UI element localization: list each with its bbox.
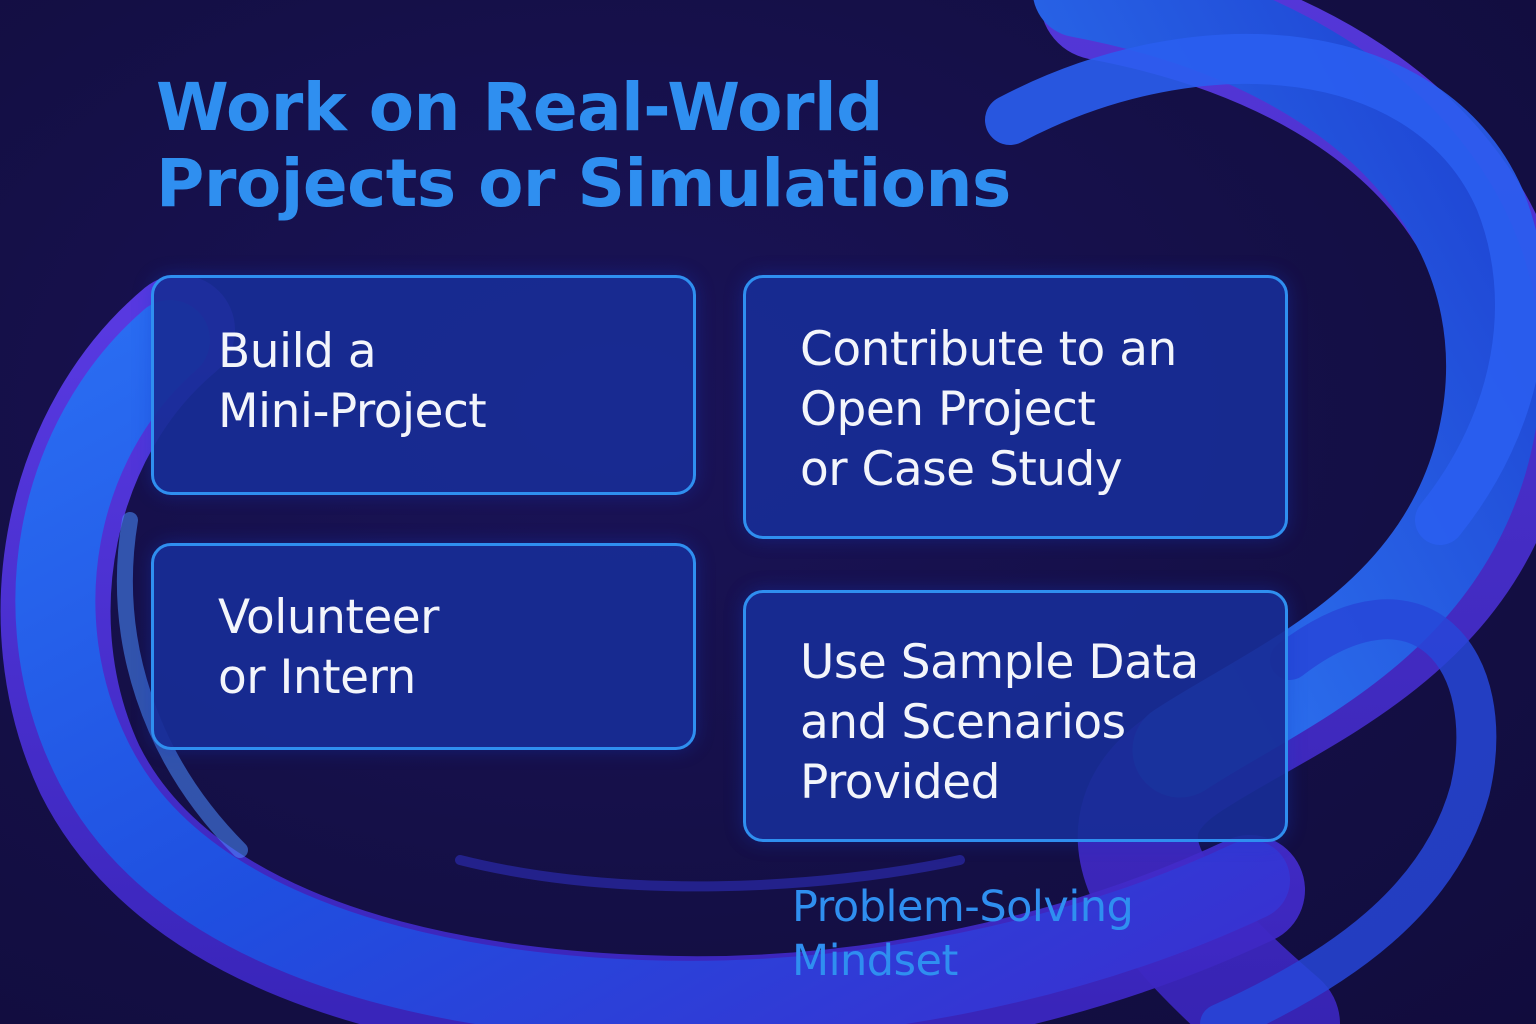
card-build-mini-project: Build a Mini-Project [151,275,696,495]
card-line: Provided [800,755,1001,810]
title-line-2: Projects or Simulations [156,145,1011,222]
card-text: Build a Mini-Project [218,322,487,442]
card-line: Mini-Project [218,384,487,439]
card-text: Use Sample Data and Scenarios Provided [800,633,1199,813]
footer-line-1: Problem-Solving [792,882,1134,932]
title-line-1: Work on Real-World [156,69,883,146]
footer-label: Problem-Solving Mindset [792,880,1134,988]
card-line: Use Sample Data [800,635,1199,690]
card-line: and Scenarios [800,695,1126,750]
card-contribute-open-project: Contribute to an Open Project or Case St… [743,275,1288,539]
card-line: Open Project [800,382,1096,437]
card-line: Build a [218,324,377,379]
card-line: or Case Study [800,442,1123,497]
page-title: Work on Real-World Projects or Simulatio… [156,70,1011,222]
card-line: Volunteer [218,590,439,645]
card-text: Volunteer or Intern [218,588,439,708]
card-line: or Intern [218,650,416,705]
footer-line-2: Mindset [792,936,958,986]
card-text: Contribute to an Open Project or Case St… [800,320,1177,500]
card-line: Contribute to an [800,322,1177,377]
card-use-sample-data: Use Sample Data and Scenarios Provided [743,590,1288,842]
card-volunteer-or-intern: Volunteer or Intern [151,543,696,750]
